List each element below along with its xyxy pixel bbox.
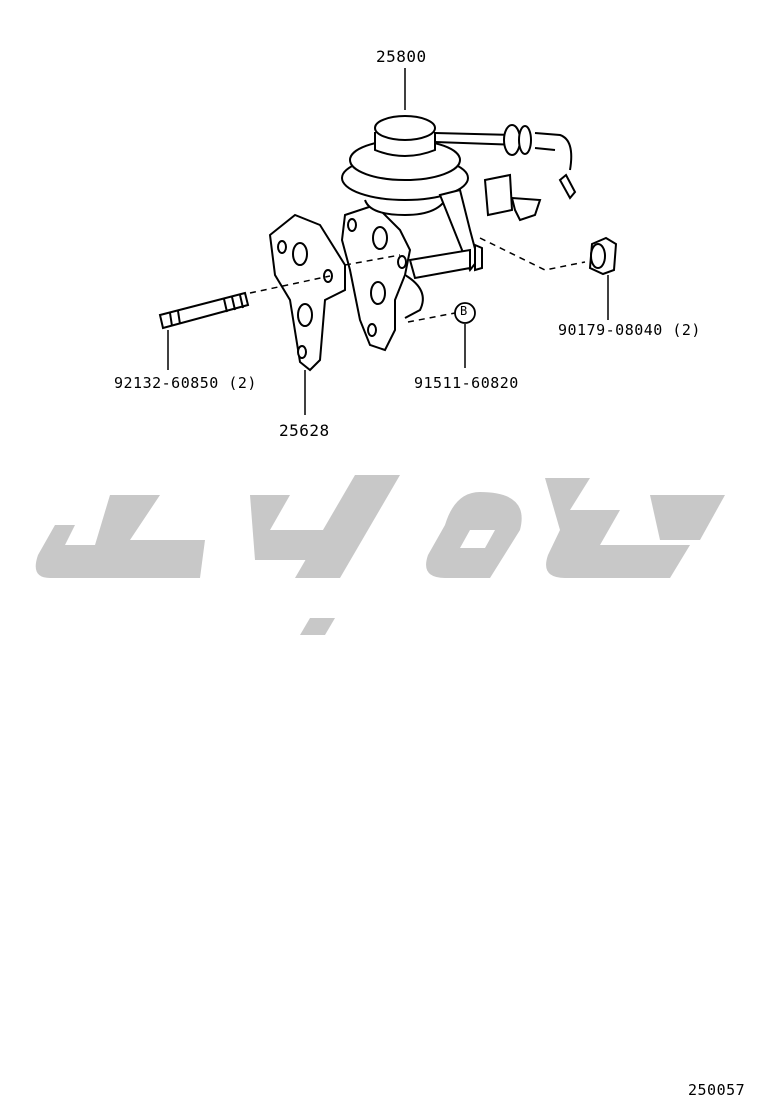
callout-stud[interactable]: 92132-60850 (2) <box>114 374 257 392</box>
stud-drawing[interactable] <box>158 291 250 330</box>
dashed-assembly-lines <box>249 237 586 323</box>
callout-gasket[interactable]: 25628 <box>279 421 330 440</box>
gasket-drawing[interactable] <box>268 213 346 372</box>
nut-drawing[interactable] <box>588 236 618 276</box>
watermark-logo <box>35 475 725 635</box>
figure-number: 250057 <box>688 1081 746 1099</box>
bolt-marker-letter: B <box>460 304 468 318</box>
callout-nut[interactable]: 90179-08040 (2) <box>558 321 701 339</box>
egr-valve-drawing[interactable] <box>340 115 577 352</box>
callout-bolt[interactable]: 91511-60820 <box>414 374 519 392</box>
callout-egr-valve[interactable]: 25800 <box>376 47 427 66</box>
